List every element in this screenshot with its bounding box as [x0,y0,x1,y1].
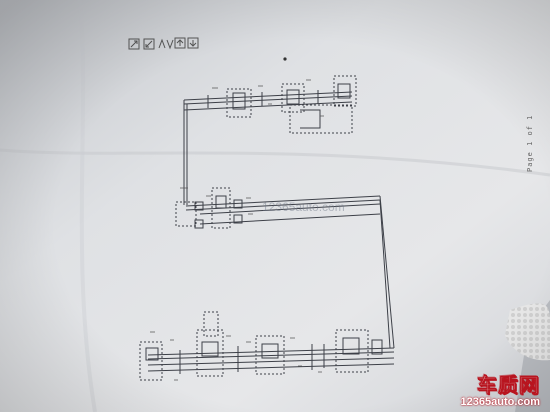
brand-url: 12365auto.com [460,396,540,408]
brand-watermark: 车质网 12365auto.com [461,374,540,408]
brand-logo-text: 车质网 [477,373,540,397]
page-label: Page 1 of 1 [526,114,534,172]
watermark-text: 12365auto.com [262,200,345,214]
